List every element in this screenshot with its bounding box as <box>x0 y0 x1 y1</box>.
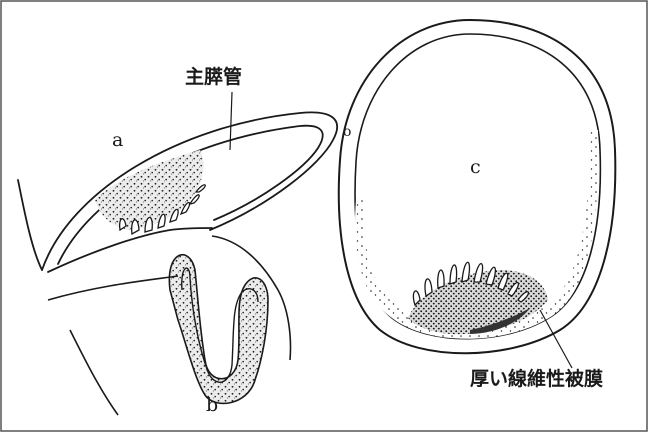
label-main-pancreatic-duct: 主膵管 <box>185 68 242 87</box>
label-small-o: o <box>343 125 351 139</box>
panel-c-cyst <box>339 20 616 353</box>
panel-b-branch-ducts <box>48 236 291 415</box>
label-panel-c: c <box>470 158 481 177</box>
leader-line-capsule <box>540 310 572 368</box>
label-panel-b: b <box>206 396 218 415</box>
panel-a-papillary-tumor <box>95 150 205 234</box>
leader-line-main-duct <box>230 92 232 150</box>
label-panel-a: a <box>112 131 123 150</box>
label-thick-fibrous-capsule: 厚い線維性被膜 <box>470 370 603 389</box>
